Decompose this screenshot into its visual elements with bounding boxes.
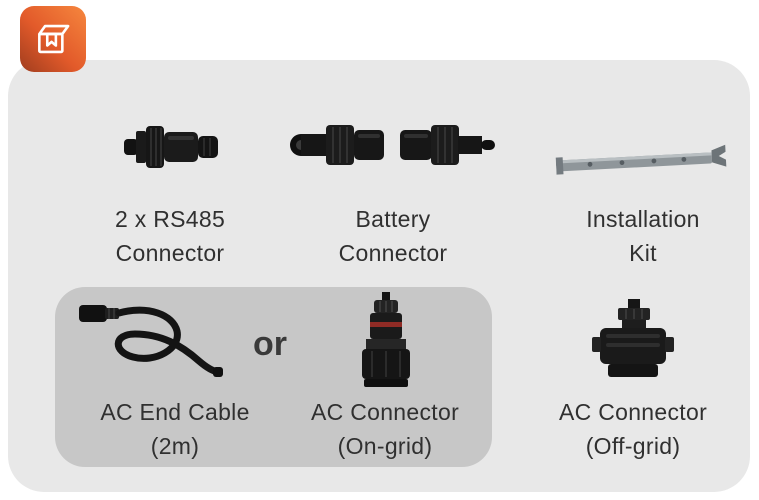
ac-on-grid-label-line2: (On-grid) [337,433,433,459]
battery-label-line1: Battery [355,206,431,232]
ac-end-cable-label-line1: AC End Cable [100,399,250,425]
ac-connector-off-grid-image [592,299,674,377]
ac-on-grid-label-line1: AC Connector [310,399,460,425]
or-separator-label: or [253,325,287,363]
battery-label-line2: Connector [338,240,448,266]
ac-end-cable-label: AC End Cable (2m) [68,395,282,463]
ac-end-cable-label-line2: (2m) [150,433,200,459]
rs485-label-line2: Connector [115,240,225,266]
battery-connector-label: Battery Connector [293,202,493,270]
ac-options-group-panel [55,287,492,467]
ac-connector-off-grid-label: AC Connector (Off-grid) [528,395,738,463]
installation-kit-label: Installation Kit [543,202,743,270]
installation-label-line2: Kit [629,240,657,266]
package-badge [20,6,86,72]
package-box-icon [38,24,70,54]
rs485-label-line1: 2 x RS485 [114,206,226,232]
installation-label-line1: Installation [586,206,700,232]
ac-connector-on-grid-image [362,292,410,387]
installation-kit-image [555,144,727,175]
rs485-connector-label: 2 x RS485 Connector [70,202,270,270]
battery-connector-image [290,125,495,165]
ac-off-grid-label-line1: AC Connector [558,399,708,425]
rs485-connector-image [124,126,218,168]
ac-off-grid-label-line2: (Off-grid) [585,433,681,459]
ac-connector-on-grid-label: AC Connector (On-grid) [285,395,485,463]
ac-end-cable-image [79,305,223,377]
